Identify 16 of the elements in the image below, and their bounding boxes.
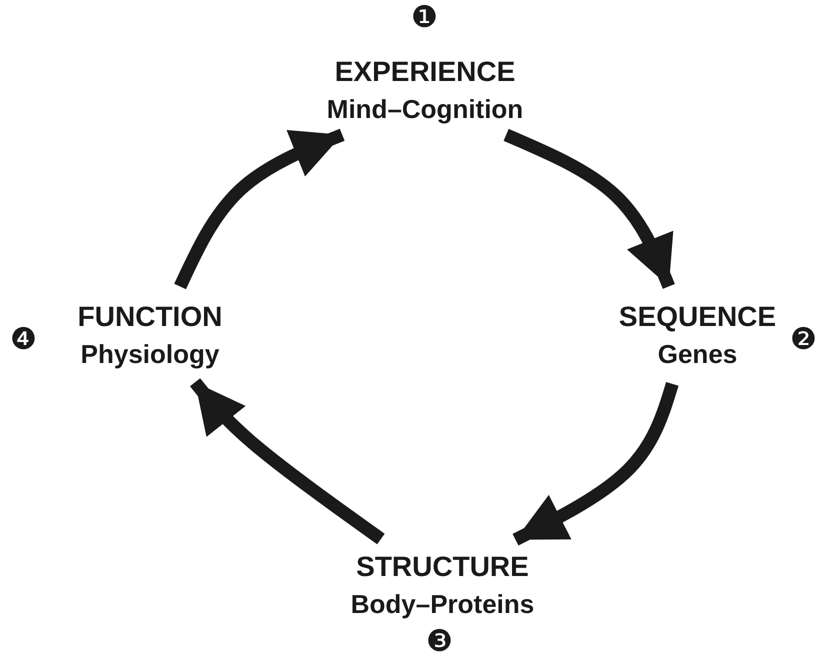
curved-arrow xyxy=(190,378,385,544)
subtitle-text: Body–Proteins xyxy=(350,588,534,621)
heading-text: STRUCTURE xyxy=(356,550,529,584)
subtitle-text: Mind–Cognition xyxy=(326,93,524,126)
heading-text: SEQUENCE xyxy=(618,300,776,334)
step-number: ❶ xyxy=(411,2,438,34)
heading-text: FUNCTION xyxy=(78,300,222,334)
curved-arrow xyxy=(512,382,679,546)
step-number: ❹ xyxy=(10,324,37,356)
step-number: ❷ xyxy=(790,324,817,356)
subtitle-text: Physiology xyxy=(80,338,220,371)
subtitle-text: Genes xyxy=(658,338,738,371)
heading-text: EXPERIENCE xyxy=(334,55,516,89)
step-number: ❸ xyxy=(426,626,453,658)
curved-arrow xyxy=(174,128,345,290)
curved-arrow xyxy=(504,128,675,289)
